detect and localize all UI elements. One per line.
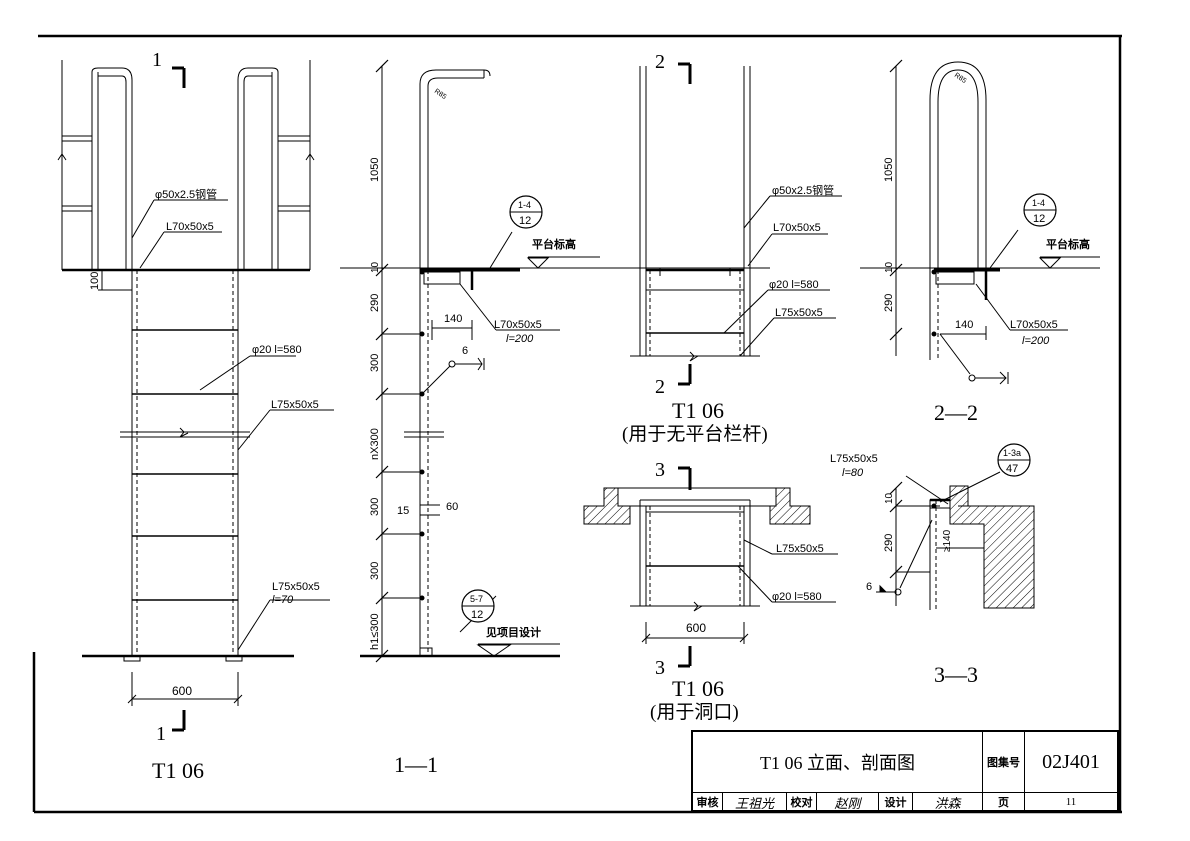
atlas-number-label: 图集号	[983, 732, 1025, 792]
svg-text:12: 12	[519, 215, 531, 227]
section-3-3-labels: L75x50x5 l=80 6 ≥140 10 290 3—3	[830, 453, 978, 687]
railing-subtitle: (用于无平台栏杆)	[622, 423, 768, 445]
label-angle-l75-l80-b: l=80	[842, 467, 864, 479]
label-rung-2: φ20 l=580	[769, 279, 819, 291]
label-angle-l75: L75x50x5	[271, 399, 319, 411]
sheet-border	[32, 34, 1122, 814]
dim-15: 15	[397, 505, 409, 517]
section-3-3-view	[876, 471, 1035, 610]
label-weld-size: 6	[462, 345, 468, 357]
reviewer-signature: 王祖光	[723, 792, 787, 812]
dim-290-3: 290	[883, 534, 895, 552]
svg-text:1-4: 1-4	[518, 200, 531, 210]
section-mark-3-bottom: 3	[655, 657, 665, 679]
label-weld-size-2: 6	[866, 581, 872, 593]
dim-600-2: 600	[686, 621, 706, 635]
label-radius-2: R85	[953, 72, 968, 85]
dim-60: 60	[446, 501, 458, 513]
section-2-2-labels: 平台标高 L70x50x5 l=200 140 R85 1050 10 290 …	[883, 72, 1090, 425]
label-angle-l70: L70x50x5	[166, 221, 214, 233]
dim-600: 600	[172, 684, 192, 698]
elevation-labels: 1 1 T1 06 φ50x2.5钢管 L70x50x5 φ20 l=580 L…	[89, 49, 320, 783]
designer-label: 设计	[879, 792, 913, 812]
svg-text:47: 47	[1006, 463, 1018, 475]
dim-10-3: 10	[884, 492, 895, 504]
detail-ref-4: 1-3a 47	[997, 443, 1031, 477]
dim-10-2: 10	[884, 261, 895, 273]
label-angle-l75-3: L75x50x5	[776, 543, 824, 555]
railing-no-platform-view	[600, 62, 842, 386]
label-radius: R85	[433, 88, 448, 101]
label-angle-l75-2: L75x50x5	[775, 307, 823, 319]
label-see-project: 见项目设计	[486, 625, 541, 639]
elevation-view	[57, 60, 334, 732]
svg-text:12: 12	[471, 609, 483, 621]
title-block: T1 06 立面、剖面图 图集号 02J401 审核 王祖光 校对 赵刚 设计 …	[691, 730, 1119, 812]
svg-text:5-7: 5-7	[470, 594, 483, 604]
checker-label: 校对	[787, 792, 817, 812]
section-mark-3-top: 3	[655, 459, 665, 481]
opening-view-labels: 3 3 T1 06 (用于洞口) L75x50x5 φ20 l=580 600	[650, 459, 824, 723]
section-mark-2-top: 2	[655, 51, 665, 73]
dim-140-2: 140	[955, 319, 973, 331]
opening-view	[583, 466, 838, 668]
railing-no-platform-labels: 2 2 T1 06 (用于无平台栏杆) φ50x2.5钢管 L70x50x5 φ…	[622, 51, 834, 445]
title-block-sign-row: 审核 王祖光 校对 赵刚 设计 洪森 页 11	[693, 792, 1117, 812]
atlas-number: 02J401	[1042, 750, 1100, 773]
label-angle-l75-l70-b: l=70	[272, 594, 294, 606]
dim-140-3: ≥140	[942, 529, 953, 552]
dim-h1: h1≤300	[369, 613, 381, 650]
dim-300-a: 300	[369, 354, 381, 372]
label-rung-3: φ20 l=580	[772, 591, 822, 603]
dim-10: 10	[370, 261, 381, 273]
svg-text:12: 12	[1033, 213, 1045, 225]
elevation-title: T1 06	[152, 758, 204, 783]
label-angle-l75-l80-a: L75x50x5	[830, 453, 878, 465]
section-mark-1-bottom: 1	[156, 723, 166, 745]
detail-ref-2: 5-7 12	[461, 589, 495, 623]
dim-140: 140	[444, 313, 462, 325]
label-steel-pipe: φ50x2.5钢管	[155, 187, 217, 201]
title-block-main-row: T1 06 立面、剖面图 图集号 02J401	[693, 732, 1117, 793]
label-angle-l70-l200-b: l=200	[506, 333, 534, 345]
label-angle-l70-l200-a-2: L70x50x5	[1010, 319, 1058, 331]
detail-ref-1: 1-4 12	[509, 195, 543, 229]
dim-1050-2: 1050	[883, 158, 895, 182]
label-angle-l75-l70-a: L75x50x5	[272, 581, 320, 593]
page-number: 11	[1065, 796, 1077, 808]
detail-ref-3: 1-4 12	[1023, 193, 1057, 227]
opening-title: T1 06	[672, 676, 724, 701]
railing-title: T1 06	[672, 398, 724, 423]
dim-nx300: nX300	[369, 428, 381, 460]
svg-text:1-3a: 1-3a	[1003, 448, 1021, 458]
dim-290: 290	[369, 294, 381, 312]
section-2-2-view	[860, 59, 1100, 385]
label-angle-l70-2: L70x50x5	[773, 222, 821, 234]
label-rung: φ20 l=580	[252, 344, 302, 356]
section-2-2-title: 2—2	[934, 400, 978, 425]
svg-text:1-4: 1-4	[1032, 198, 1045, 208]
dim-290-2: 290	[883, 294, 895, 312]
dim-300-b: 300	[369, 498, 381, 516]
label-angle-l70-l200-a: L70x50x5	[494, 319, 542, 331]
label-angle-l70-l200-b-2: l=200	[1022, 335, 1050, 347]
dim-300-c: 300	[369, 562, 381, 580]
label-platform-level: 平台标高	[532, 237, 576, 251]
label-platform-level-2: 平台标高	[1046, 237, 1090, 251]
dim-100: 100	[89, 272, 101, 290]
opening-subtitle: (用于洞口)	[650, 701, 739, 723]
dim-1050: 1050	[369, 158, 381, 182]
designer-signature: 洪森	[913, 792, 983, 812]
label-steel-pipe-2: φ50x2.5钢管	[772, 183, 834, 197]
checker-signature: 赵刚	[817, 792, 879, 812]
reviewer-label: 审核	[693, 792, 723, 812]
section-mark-1-top: 1	[152, 49, 162, 71]
section-3-3-title: 3—3	[934, 662, 978, 687]
section-mark-2-bottom: 2	[655, 376, 665, 398]
drawing-title: T1 06 立面、剖面图	[693, 732, 983, 792]
section-1-1-labels: 平台标高 见项目设计 L70x50x5 l=200 6 R85 140 15 6…	[369, 88, 576, 777]
section-1-1-title: 1—1	[394, 752, 438, 777]
page-label: 页	[983, 792, 1025, 812]
